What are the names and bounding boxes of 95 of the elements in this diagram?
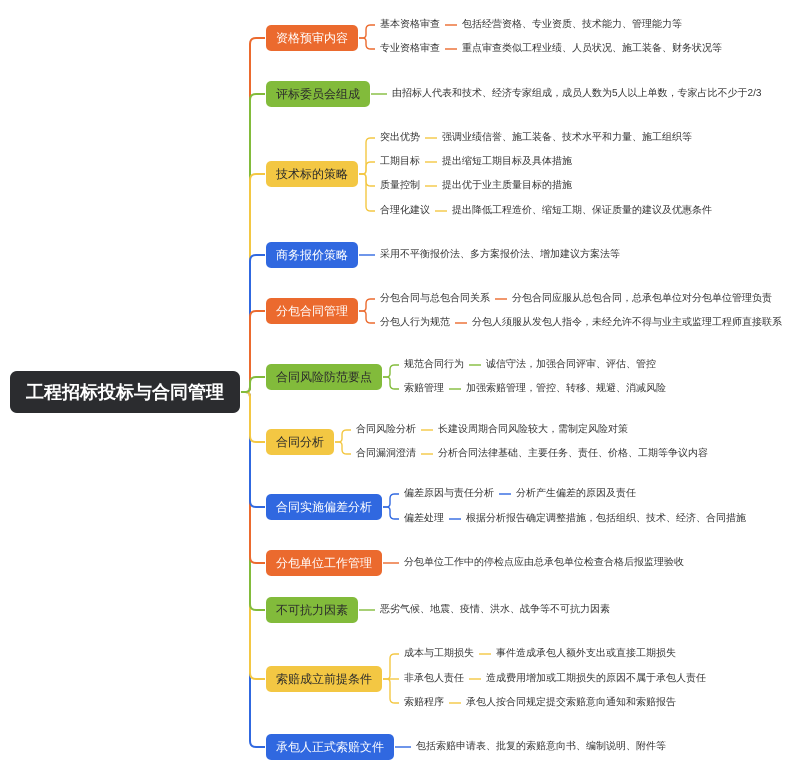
connector-line [425,185,437,187]
subtopic-text: 成本与工期损失 [404,647,474,661]
detail-text: 分包单位工作中的停检点应由总承包单位检查合格后报监理验收 [404,556,684,570]
detail-text: 分包人须服从发包人指令，未经允许不得与业主或监理工程师直接联系 [472,316,782,330]
topic-title: 商务报价策略 [276,247,348,263]
topic-title: 索赔成立前提条件 [276,671,372,687]
connector-line [383,506,399,520]
subtopic-text: 索赔管理 [404,382,444,396]
detail-text: 长建设周期合同风险较大，需制定风险对策 [438,423,628,437]
connector-line [241,376,265,393]
detail-text: 重点审查类似工程业绩、人员状况、施工装备、财务状况等 [462,42,722,56]
detail-text: 采用不平衡报价法、多方案报价法、增加建议方案法等 [380,248,620,262]
detail-text: 分析产生偏差的原因及责任 [516,487,636,501]
detail-text: 包括经营资格、专业资质、技术能力、管理能力等 [462,18,682,32]
detail-text: 造成费用增加或工期损失的原因不属于承包人责任 [486,672,706,686]
connector-line [445,24,457,26]
subtopic-text: 偏差原因与责任分析 [404,487,494,501]
connector-line [469,678,481,680]
subtopic-text: 索赔程序 [404,696,444,710]
subtopic-text: 工期目标 [380,155,420,169]
connector-line [359,254,375,256]
connector-line [383,562,399,564]
topic-title: 承包人正式索赔文件 [276,739,384,755]
connector-line [425,161,437,163]
connector-line [421,429,433,431]
connector-line [371,93,387,95]
topic-box [266,298,358,324]
subtopic-text: 合同漏洞澄清 [356,447,416,461]
detail-text: 由招标人代表和技术、经济专家组成，成员人数为5人以上单数，专家占比不少于2/3 [392,87,762,101]
topic-title: 资格预审内容 [276,30,348,46]
detail-text: 提出缩短工期目标及具体措施 [442,155,572,169]
connector-line [383,376,399,390]
detail-text: 加强索赔管理，管控、转移、规避、消减风险 [466,382,666,396]
topic-title: 技术标的策略 [276,166,348,182]
topic-title: 合同风险防范要点 [276,369,372,385]
topic-title: 分包单位工作管理 [276,555,372,571]
topic-box [266,81,370,107]
subtopic-text: 分包人行为规范 [380,316,450,330]
topic-title: 不可抗力因素 [276,602,348,618]
connector-line [359,310,375,324]
detail-text: 提出降低工程造价、缩短工期、保证质量的建议及优惠条件 [452,204,712,218]
topic-box [266,429,334,455]
detail-text: 分包合同应服从总包合同，总承包单位对分包单位管理负责 [512,292,772,306]
topic-box [266,666,382,692]
topic-box [266,550,382,576]
topic-title: 合同实施偏差分析 [276,499,372,515]
subtopic-text: 质量控制 [380,179,420,193]
subtopic-text: 合理化建议 [380,204,430,218]
subtopic-text: 分包合同与总包合同关系 [380,292,490,306]
central-topic-box [10,371,240,413]
subtopic-text: 基本资格审查 [380,18,440,32]
topic-title: 评标委员会组成 [276,86,360,102]
detail-text: 诚信守法，加强合同评审、评估、管控 [486,358,656,372]
connector-line [425,137,437,139]
topic-box [266,242,358,268]
detail-text: 承包人按合同规定提交索赔意向通知和索赔报告 [466,696,676,710]
subtopic-text: 合同风险分析 [356,423,416,437]
connector-line [359,173,375,187]
topic-box [266,494,382,520]
connector-line [449,518,461,520]
detail-text: 包括索赔申请表、批复的索赔意向书、编制说明、附件等 [416,740,666,754]
connector-line [495,298,507,300]
detail-text: 分析合同法律基础、主要任务、责任、价格、工期等争议内容 [438,447,708,461]
topic-box [266,734,394,760]
connector-line [445,48,457,50]
subtopic-text: 规范合同行为 [404,358,464,372]
connector-line [335,441,351,455]
topic-box [266,161,358,187]
connector-line [359,609,375,611]
detail-text: 强调业绩信誉、施工装备、技术水平和力量、施工组织等 [442,131,692,145]
connector-line [449,388,461,390]
subtopic-text: 非承包人责任 [404,672,464,686]
topic-title: 合同分析 [276,434,324,450]
connector-line [359,37,375,50]
connector-line [449,702,461,704]
connector-line [421,453,433,455]
topic-title: 分包合同管理 [276,303,348,319]
connector-line [455,322,467,324]
subtopic-text: 偏差处理 [404,512,444,526]
subtopic-text: 突出优势 [380,131,420,145]
detail-text: 根据分析报告确定调整措施，包括组织、技术、经济、合同措施 [466,512,746,526]
detail-text: 恶劣气候、地震、疫情、洪水、战争等不可抗力因素 [380,603,610,617]
subtopic-text: 专业资格审查 [380,42,440,56]
connector-line [395,746,411,748]
connector-line [435,210,447,212]
topic-box [266,25,358,51]
connector-line [383,678,399,680]
connector-line [479,653,491,655]
topic-box [266,364,382,390]
topic-box [266,597,358,623]
connector-line [499,493,511,495]
central-topic-title: 工程招标投标与合同管理 [26,381,224,403]
detail-text: 提出优于业主质量目标的措施 [442,179,572,193]
connector-line [469,364,481,366]
detail-text: 事件造成承包人额外支出或直接工期损失 [496,647,676,661]
